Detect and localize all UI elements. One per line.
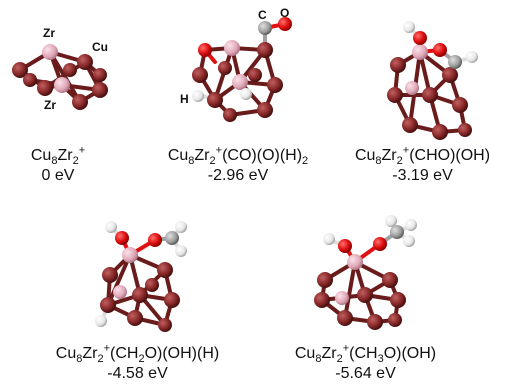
o-tag: O (280, 6, 290, 20)
structure-2-energy: -2.96 eV (207, 167, 269, 184)
structure-1-atoms (12, 44, 108, 110)
structure-4-label: Cu8Zr2+(CH2O)(OH)(H) -4.58 eV (30, 342, 245, 384)
structure-3-label: Cu8Zr2+(CHO)(OH) -3.19 eV (340, 144, 505, 186)
h-tag: H (180, 92, 189, 106)
structure-3-energy: -3.19 eV (392, 167, 453, 184)
structure-2-formula: Cu8Zr2+(CO)(O)(H)2 (167, 144, 309, 168)
structure-3-formula: Cu8Zr2+(CHO)(OH) (354, 144, 491, 168)
c-tag: C (258, 8, 267, 22)
structure-2-label: Cu8Zr2+(CO)(O)(H)2 -2.96 eV (148, 144, 328, 186)
structure-2-atoms (192, 17, 292, 122)
zr-bottom-tag: Zr (44, 98, 56, 112)
structure-3-atoms (387, 21, 478, 140)
structure-1-formula: Cu8Zr2+ (30, 144, 86, 168)
structure-5-energy: -5.64 eV (335, 365, 396, 382)
structure-5-label: Cu8Zr2+(CH3O)(OH) -5.64 eV (268, 342, 463, 384)
structure-1-label: Cu8Zr2+ 0 eV (8, 144, 108, 186)
structure-5-formula: Cu8Zr2+(CH3O)(OH) (294, 342, 437, 366)
structure-1-energy: 0 eV (41, 167, 75, 184)
structure-4-energy: -4.58 eV (107, 365, 168, 382)
structure-4-atoms (95, 221, 187, 332)
structure-4-formula: Cu8Zr2+(CH2O)(OH)(H) (55, 342, 220, 366)
structure-5-atoms (314, 215, 417, 330)
zr-top-tag: Zr (43, 26, 55, 40)
cu-tag: Cu (92, 40, 108, 54)
